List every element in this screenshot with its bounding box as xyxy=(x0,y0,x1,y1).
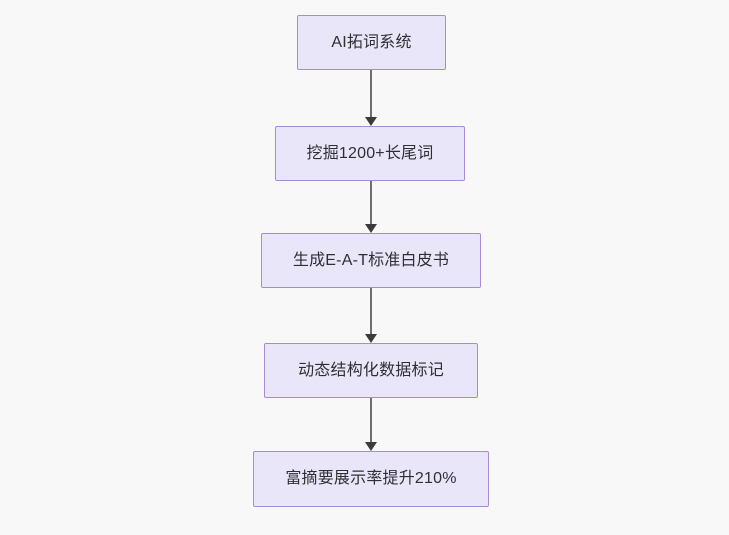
connector-line xyxy=(370,181,372,225)
flow-node-ai-keyword-system[interactable]: AI拓词系统 xyxy=(297,15,446,70)
flow-node-generate-eat-whitepaper[interactable]: 生成E-A-T标准白皮书 xyxy=(261,233,481,288)
arrowhead-icon xyxy=(365,117,377,126)
flow-node-mine-longtail-keywords[interactable]: 挖掘1200+长尾词 xyxy=(275,126,465,181)
flow-node-label: 富摘要展示率提升210% xyxy=(285,470,457,487)
flow-node-dynamic-structured-data-markup[interactable]: 动态结构化数据标记 xyxy=(264,343,478,398)
connector-n2-n3 xyxy=(361,181,381,233)
arrowhead-icon xyxy=(365,442,377,451)
flow-node-label: AI拓词系统 xyxy=(331,33,412,51)
arrowhead-icon xyxy=(365,334,377,343)
flow-node-rich-snippet-impression-lift[interactable]: 富摘要展示率提升210% xyxy=(253,451,489,507)
flow-node-label: 生成E-A-T标准白皮书 xyxy=(292,251,450,269)
arrowhead-icon xyxy=(365,224,377,233)
flow-node-label: 动态结构化数据标记 xyxy=(298,361,444,379)
flow-node-label: 挖掘1200+长尾词 xyxy=(306,144,434,162)
connector-n1-n2 xyxy=(361,70,381,126)
connector-line xyxy=(370,70,372,118)
connector-n4-n5 xyxy=(361,398,381,451)
connector-n3-n4 xyxy=(361,288,381,343)
connector-line xyxy=(370,288,372,335)
connector-line xyxy=(370,398,372,443)
